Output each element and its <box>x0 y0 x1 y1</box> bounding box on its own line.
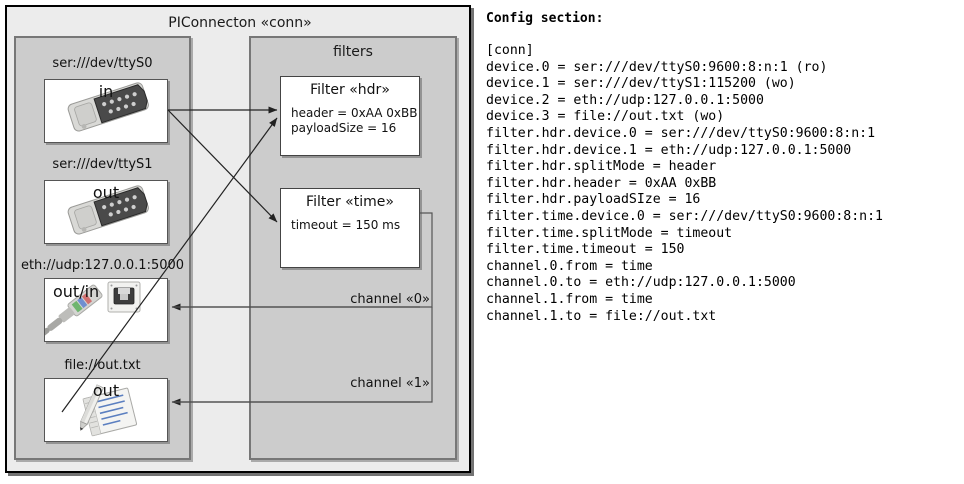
filter-title-time: Filter «time» <box>306 194 394 210</box>
filter-title-hdr: Filter «hdr» <box>310 82 390 98</box>
filter-props-hdr: header = 0xAA 0xBB payloadSize = 16 <box>291 106 417 136</box>
config-section: Config section: [conn] device.0 = ser://… <box>482 0 964 484</box>
filters-panel-title: filters <box>333 44 373 60</box>
device-direction-out-1: out <box>92 183 120 202</box>
filter-box-time[interactable]: Filter «time» timeout = 150 ms <box>280 188 420 268</box>
device-box-eth-udp[interactable]: out/in <box>44 278 168 342</box>
filter-prop: payloadSize = 16 <box>291 121 397 135</box>
channel-label-1: channel «1» <box>350 376 430 391</box>
device-direction-out-3: out <box>92 381 120 400</box>
device-box-file-out[interactable]: out <box>44 378 168 442</box>
config-section-title: Config section: <box>486 11 604 26</box>
device-label-ser-ttys0: ser:///dev/ttyS0 <box>52 56 153 71</box>
architecture-diagram: PIConnecton «conn» ser:///dev/ttyS0 in <box>0 0 478 484</box>
device-label-ser-ttys1: ser:///dev/ttyS1 <box>52 157 153 172</box>
filter-prop: timeout = 150 ms <box>291 218 401 232</box>
device-box-ser-ttys1[interactable]: out <box>44 180 168 244</box>
device-label-eth-udp: eth://udp:127.0.0.1:5000 <box>20 258 185 273</box>
device-label-file-out: file://out.txt <box>64 358 141 373</box>
device-direction-in-0: in <box>98 82 114 101</box>
device-direction-outin-2: out/in <box>53 282 100 301</box>
piconnecton-title: PIConnecton «conn» <box>168 15 312 31</box>
filter-prop: header = 0xAA 0xBB <box>291 106 418 120</box>
filter-box-hdr[interactable]: Filter «hdr» header = 0xAA 0xBB payloadS… <box>280 76 420 156</box>
device-box-ser-ttys0[interactable]: in <box>44 79 168 143</box>
filter-props-time: timeout = 150 ms <box>291 218 400 233</box>
config-section-body: [conn] device.0 = ser:///dev/ttyS0:9600:… <box>486 43 883 324</box>
channel-label-0: channel «0» <box>350 292 430 307</box>
